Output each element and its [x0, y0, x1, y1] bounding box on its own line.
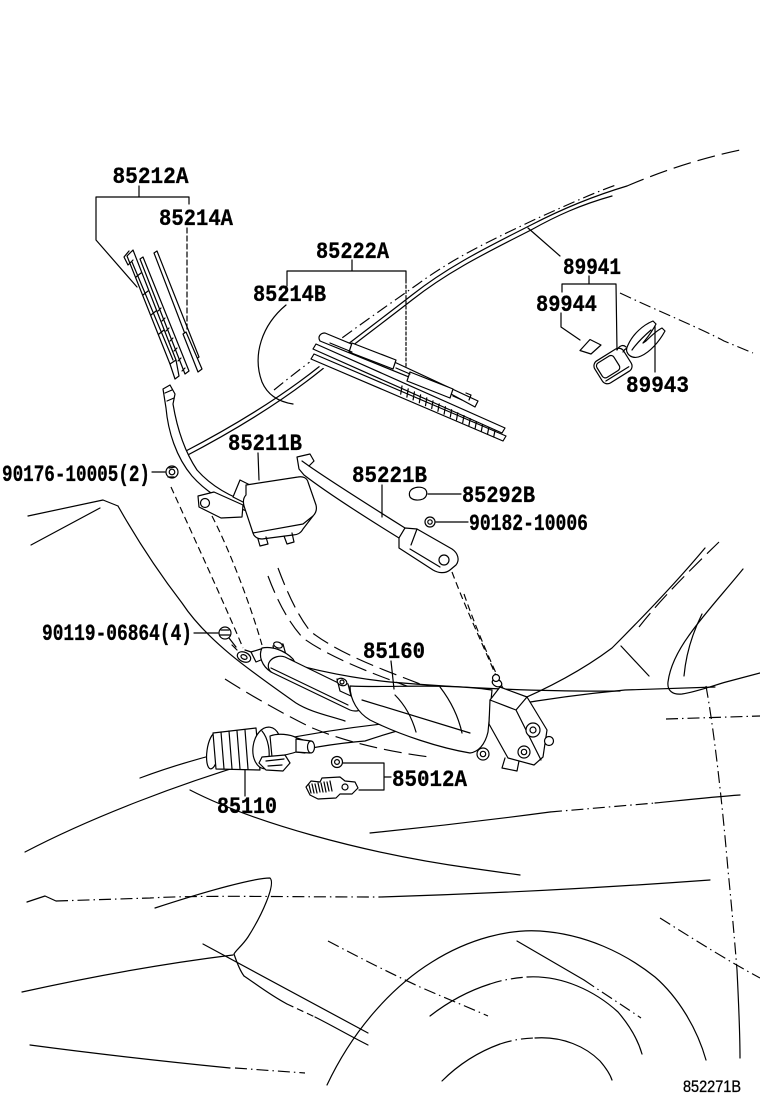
svg-text:85211B: 85211B [228, 431, 302, 457]
svg-text:85110: 85110 [217, 794, 277, 820]
svg-text:90176-10005(2): 90176-10005(2) [2, 462, 150, 488]
svg-text:85292B: 85292B [462, 483, 535, 509]
svg-text:89943: 89943 [626, 373, 689, 399]
svg-text:85160: 85160 [363, 639, 425, 665]
svg-text:90182-10006: 90182-10006 [469, 511, 588, 537]
svg-text:89944: 89944 [536, 292, 597, 318]
svg-text:89941: 89941 [563, 255, 621, 281]
svg-text:85214A: 85214A [159, 206, 233, 232]
svg-text:85214B: 85214B [253, 282, 326, 308]
svg-text:85221B: 85221B [352, 463, 427, 489]
svg-text:85012A: 85012A [392, 767, 467, 793]
svg-text:852271B: 852271B [683, 1078, 741, 1096]
svg-text:85222A: 85222A [316, 239, 389, 265]
svg-text:90119-06864(4): 90119-06864(4) [42, 621, 192, 647]
svg-text:85212A: 85212A [113, 164, 189, 190]
